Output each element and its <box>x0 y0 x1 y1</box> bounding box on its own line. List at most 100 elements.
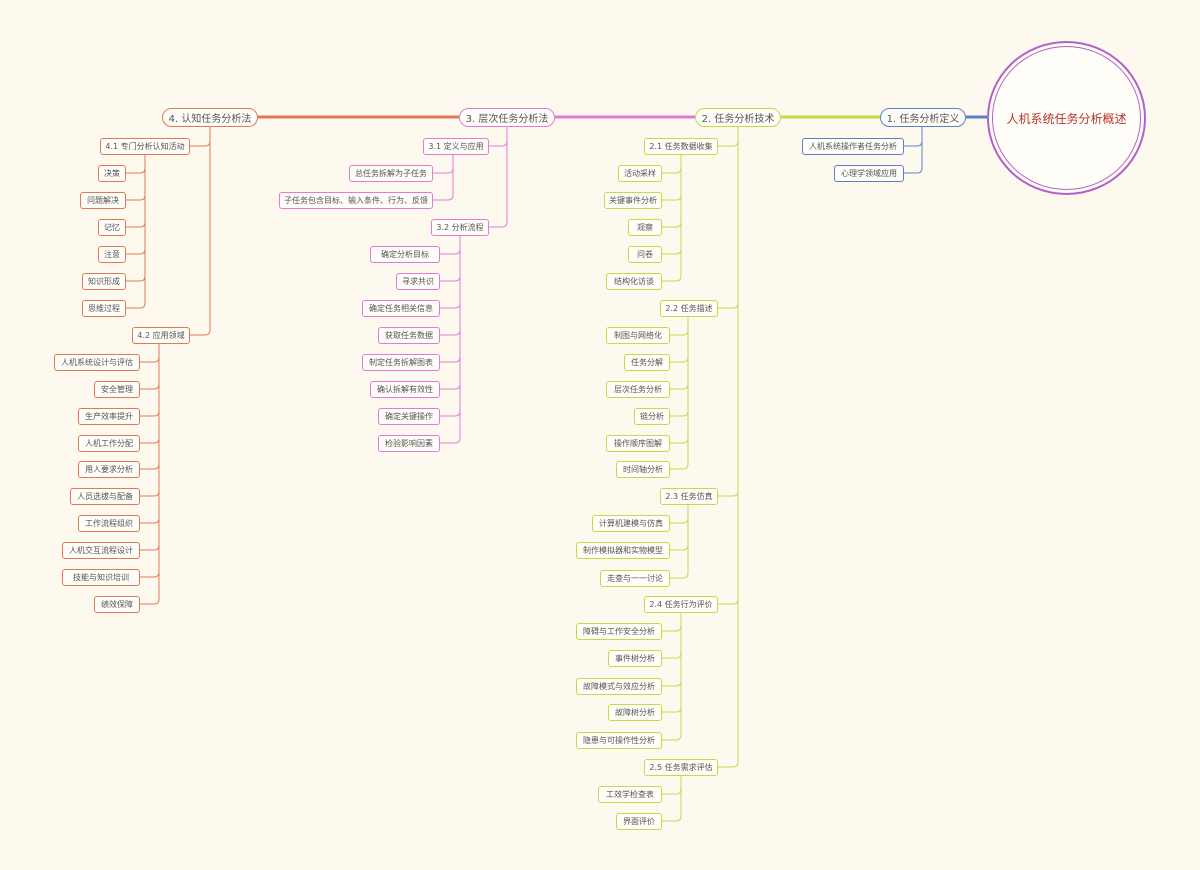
connector <box>440 235 461 390</box>
leaf-topic[interactable]: 操作顺序图解 <box>606 434 670 452</box>
connector <box>670 316 689 417</box>
leaf-topic[interactable]: 安全管理 <box>94 380 140 398</box>
subtopic[interactable]: 3.2 分析流程 <box>431 218 489 236</box>
leaf-topic[interactable]: 走查与一一讨论 <box>600 569 670 587</box>
leaf-topic[interactable]: 技能与知识培训 <box>62 568 140 586</box>
leaf-topic[interactable]: 制定任务拆解图表 <box>362 353 440 371</box>
subtopic[interactable]: 2.3 任务仿真 <box>660 487 718 505</box>
connector <box>140 343 160 605</box>
connector <box>489 126 508 228</box>
subtopic[interactable]: 2.4 任务行为评价 <box>644 595 718 613</box>
leaf-topic[interactable]: 确定关键操作 <box>378 407 440 425</box>
leaf-topic[interactable]: 记忆 <box>98 218 126 236</box>
connector <box>440 235 461 444</box>
leaf-topic[interactable]: 制作模拟器和实物模型 <box>576 541 670 559</box>
root-topic[interactable]: 人机系统任务分析概述 <box>987 41 1146 195</box>
connector <box>662 154 682 228</box>
leaf-topic[interactable]: 确定分析目标 <box>370 245 440 263</box>
leaf-topic[interactable]: 子任务包含目标、输入条件、行为、反馈 <box>279 191 433 209</box>
branch-topic[interactable]: 4. 认知任务分析法 <box>162 107 258 127</box>
leaf-topic[interactable]: 总任务拆解为子任务 <box>349 164 433 182</box>
leaf-topic[interactable]: 知识形成 <box>82 272 126 290</box>
leaf-topic[interactable]: 工作流程组织 <box>78 514 140 532</box>
leaf-topic[interactable]: 人机工作分配 <box>78 434 140 452</box>
leaf-topic[interactable]: 故障模式与效应分析 <box>576 677 662 695</box>
connector <box>140 343 160 444</box>
leaf-topic[interactable]: 人员选拔与配备 <box>70 487 140 505</box>
subtopic[interactable]: 2.1 任务数据收集 <box>644 137 718 155</box>
connector <box>140 343 160 497</box>
connector <box>662 612 682 632</box>
branch-topic[interactable]: 2. 任务分析技术 <box>695 107 781 127</box>
connector <box>126 154 146 309</box>
connector <box>126 154 146 228</box>
leaf-topic[interactable]: 人机交互流程设计 <box>62 541 140 559</box>
connector <box>662 775 682 795</box>
connector <box>662 154 682 255</box>
leaf-topic[interactable]: 人机系统设计与评估 <box>54 353 140 371</box>
connector <box>718 126 739 309</box>
connector <box>433 154 454 201</box>
leaf-topic[interactable]: 寻求共识 <box>396 272 440 290</box>
leaf-topic[interactable]: 结构化访谈 <box>606 272 662 290</box>
connector <box>662 154 682 174</box>
connector <box>433 154 454 174</box>
connector <box>662 612 682 741</box>
subtopic[interactable]: 4.1 专门分析认知活动 <box>100 137 190 155</box>
branch-topic[interactable]: 1. 任务分析定义 <box>880 107 966 127</box>
leaf-topic[interactable]: 生产效率提升 <box>78 407 140 425</box>
leaf-topic[interactable]: 故障树分析 <box>608 703 662 721</box>
connector <box>718 126 739 497</box>
leaf-topic[interactable]: 注意 <box>98 245 126 263</box>
connector <box>904 126 923 174</box>
connector <box>190 126 211 147</box>
connector <box>904 126 923 147</box>
connector <box>440 235 461 309</box>
connector <box>140 343 160 363</box>
leaf-topic[interactable]: 计算机建模与仿真 <box>592 514 670 532</box>
leaf-topic[interactable]: 界面评价 <box>616 812 662 830</box>
subtopic[interactable]: 4.2 应用领域 <box>132 326 190 344</box>
connector <box>662 154 682 282</box>
leaf-topic[interactable]: 心理学领域应用 <box>834 164 904 182</box>
connector <box>718 126 739 605</box>
leaf-topic[interactable]: 活动采样 <box>618 164 662 182</box>
connector <box>489 126 508 147</box>
leaf-topic[interactable]: 人机系统操作者任务分析 <box>802 137 904 155</box>
connector <box>662 612 682 687</box>
leaf-topic[interactable]: 链分析 <box>634 407 670 425</box>
connector <box>670 316 689 470</box>
connector <box>670 504 689 579</box>
leaf-topic[interactable]: 检验影响因素 <box>378 434 440 452</box>
leaf-topic[interactable]: 获取任务数据 <box>378 326 440 344</box>
leaf-topic[interactable]: 关键事件分析 <box>604 191 662 209</box>
leaf-topic[interactable]: 观察 <box>628 218 662 236</box>
leaf-topic[interactable]: 任务分解 <box>624 353 670 371</box>
leaf-topic[interactable]: 绩效保障 <box>94 595 140 613</box>
leaf-topic[interactable]: 问卷 <box>628 245 662 263</box>
connector <box>440 235 461 282</box>
leaf-topic[interactable]: 隐患与可操作性分析 <box>576 731 662 749</box>
subtopic[interactable]: 3.1 定义与应用 <box>423 137 489 155</box>
connector <box>670 316 689 336</box>
leaf-topic[interactable]: 用人要求分析 <box>78 460 140 478</box>
leaf-topic[interactable]: 事件树分析 <box>608 649 662 667</box>
connector <box>440 235 461 255</box>
connector <box>670 504 689 524</box>
leaf-topic[interactable]: 问题解决 <box>80 191 126 209</box>
leaf-topic[interactable]: 制图与网络化 <box>606 326 670 344</box>
leaf-topic[interactable]: 时间轴分析 <box>616 460 670 478</box>
leaf-topic[interactable]: 决策 <box>98 164 126 182</box>
leaf-topic[interactable]: 障碍与工作安全分析 <box>576 622 662 640</box>
leaf-topic[interactable]: 思维过程 <box>82 299 126 317</box>
leaf-topic[interactable]: 确认拆解有效性 <box>370 380 440 398</box>
branch-topic[interactable]: 3. 层次任务分析法 <box>459 107 555 127</box>
leaf-topic[interactable]: 层次任务分析 <box>606 380 670 398</box>
connector <box>670 316 689 363</box>
leaf-topic[interactable]: 工效学检查表 <box>598 785 662 803</box>
subtopic[interactable]: 2.5 任务需求评估 <box>644 758 718 776</box>
subtopic[interactable]: 2.2 任务描述 <box>660 299 718 317</box>
leaf-topic[interactable]: 确定任务相关信息 <box>362 299 440 317</box>
connector <box>140 343 160 578</box>
